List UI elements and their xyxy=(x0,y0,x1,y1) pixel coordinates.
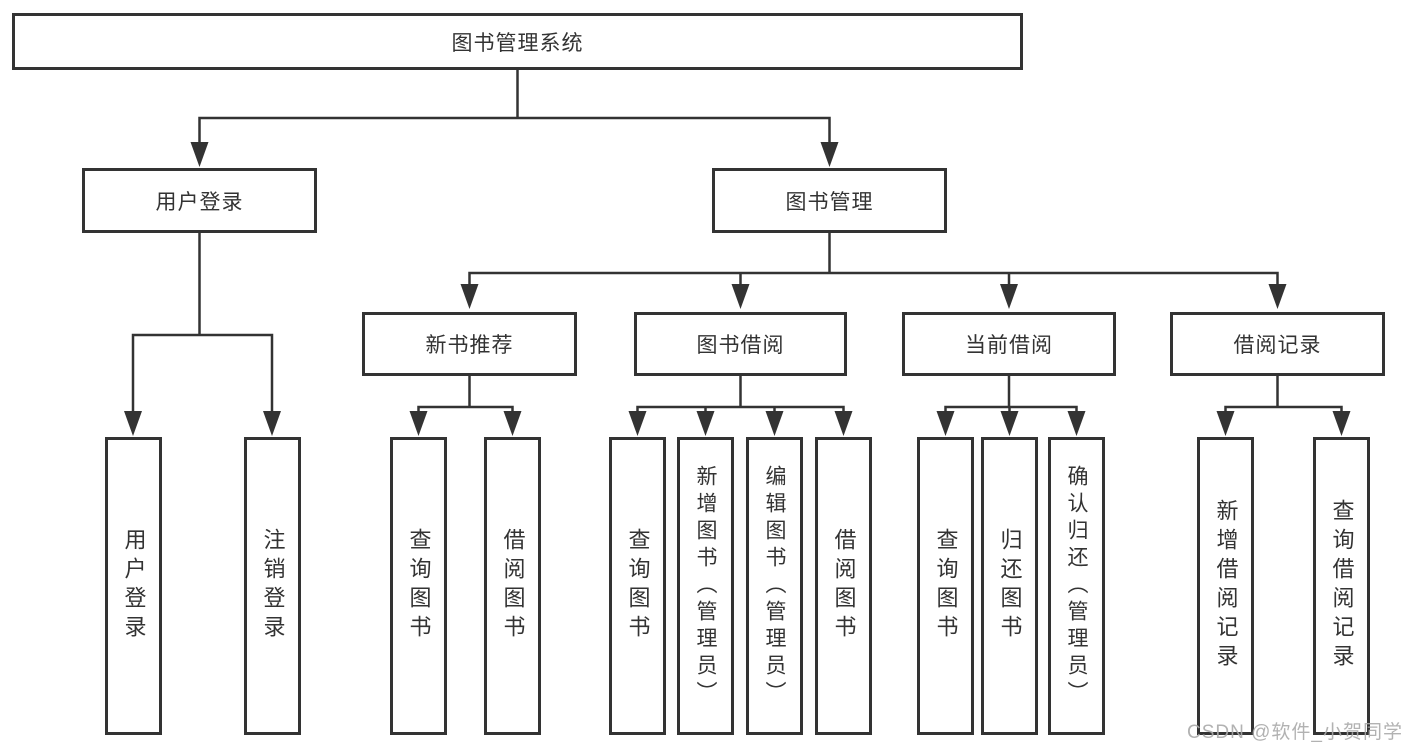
leaf-query-books-current: 查询图书 xyxy=(917,437,974,735)
node-library-management-system: 图书管理系统 xyxy=(12,13,1023,70)
node-book-borrow: 图书借阅 xyxy=(634,312,847,376)
node-book-management: 图书管理 xyxy=(712,168,947,233)
leaf-add-borrow-record: 新增借阅记录 xyxy=(1197,437,1254,735)
node-label: 当前借阅 xyxy=(965,334,1053,357)
leaf-user-login: 用户登录 xyxy=(105,437,162,735)
leaf-return-books: 归还图书 xyxy=(981,437,1038,735)
node-label: 图书借阅 xyxy=(696,334,785,357)
leaf-label: 用户登录 xyxy=(121,528,147,644)
node-user-login: 用户登录 xyxy=(82,168,317,233)
leaf-label: 确认归还（管理员） xyxy=(1065,464,1088,708)
connector-current-borrow-children xyxy=(944,375,1078,413)
leaf-label: 注销登录 xyxy=(260,528,286,644)
connector-new-books-children xyxy=(417,375,514,413)
leaf-label: 查询图书 xyxy=(406,528,432,644)
leaf-edit-books-admin: 编辑图书（管理员） xyxy=(746,437,803,735)
leaf-logout: 注销登录 xyxy=(244,437,301,735)
connector-user-login-children xyxy=(131,230,274,413)
leaf-borrow-books-recommend: 借阅图书 xyxy=(484,437,541,735)
leaf-label: 借阅图书 xyxy=(500,528,526,644)
connector-book-management-children xyxy=(468,231,1279,286)
leaf-label: 新增借阅记录 xyxy=(1213,499,1239,673)
node-label: 图书管理 xyxy=(785,190,874,214)
leaf-label: 归还图书 xyxy=(997,528,1023,644)
leaf-label: 借阅图书 xyxy=(831,528,857,644)
leaf-confirm-return-admin: 确认归还（管理员） xyxy=(1048,437,1105,735)
leaf-borrow-books: 借阅图书 xyxy=(815,437,872,735)
leaf-label: 查询图书 xyxy=(625,528,651,644)
leaf-query-books-recommend: 查询图书 xyxy=(390,437,447,735)
node-label: 用户登录 xyxy=(155,190,244,214)
node-current-borrow: 当前借阅 xyxy=(902,312,1116,376)
leaf-label: 编辑图书（管理员） xyxy=(763,464,786,708)
leaf-add-books-admin: 新增图书（管理员） xyxy=(677,437,734,735)
connector-book-borrow-children xyxy=(636,375,845,413)
connector-borrow-records-children xyxy=(1224,375,1343,413)
node-label: 借阅记录 xyxy=(1233,334,1322,357)
node-borrow-records: 借阅记录 xyxy=(1170,312,1385,376)
node-label: 新书推荐 xyxy=(425,334,514,357)
node-label: 图书管理系统 xyxy=(451,31,584,55)
node-new-book-recommend: 新书推荐 xyxy=(362,312,577,376)
leaf-label: 查询图书 xyxy=(933,528,959,644)
connector-root-to-level2 xyxy=(198,67,831,144)
leaf-label: 查询借阅记录 xyxy=(1329,499,1355,673)
leaf-query-books-borrow: 查询图书 xyxy=(609,437,666,735)
leaf-query-borrow-record: 查询借阅记录 xyxy=(1313,437,1370,735)
csdn-watermark: CSDN @软件_小贺同学 xyxy=(1187,722,1403,743)
leaf-label: 新增图书（管理员） xyxy=(694,464,717,708)
